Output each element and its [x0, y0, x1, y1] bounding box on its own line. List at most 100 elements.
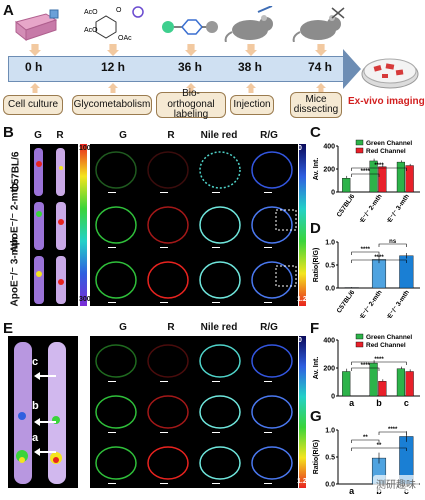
significance-bracket — [351, 173, 380, 177]
timeline-up-arrow — [246, 83, 256, 93]
y-axis-label: Ratio(R/G) — [313, 440, 320, 475]
bar — [405, 165, 414, 193]
legend-swatch — [355, 341, 364, 348]
col-head-r: R — [167, 130, 175, 141]
colorbar-label: 0 — [298, 337, 302, 344]
x-tick-label: ApoE⁻/⁻ 2-mth — [352, 193, 384, 222]
svg-text:O: O — [116, 7, 122, 14]
y-tick-label: 0.0 — [325, 286, 335, 293]
significance-label: **** — [388, 427, 398, 433]
colorbar-right-e — [299, 336, 306, 488]
significance-label: **** — [361, 247, 371, 253]
tetrazine-probe-icon — [162, 19, 218, 35]
panel-letter-b: B — [3, 124, 14, 141]
y-tick-label: 0.0 — [325, 482, 335, 489]
aorta-strips-b — [30, 144, 78, 306]
aorta-strips-e — [8, 336, 78, 488]
y-tick-label: 200 — [323, 366, 335, 373]
step-mice-dissecting: Mice dissecting — [290, 92, 342, 118]
x-tick-label: a — [349, 486, 355, 496]
marker-b: b — [32, 400, 39, 412]
significance-bracket — [351, 367, 380, 371]
bar — [396, 368, 405, 397]
mouse-dissection-icon — [292, 7, 345, 42]
significance-label: **** — [374, 255, 384, 261]
y-tick-label: 1.0 — [325, 240, 335, 247]
colorbar-label: 0 — [298, 145, 302, 152]
bar — [371, 259, 387, 289]
colorbar-right-b — [299, 144, 306, 306]
x-tick-label: b — [376, 398, 382, 408]
y-tick-label: 0 — [331, 394, 335, 401]
bar — [378, 381, 387, 397]
significance-bracket — [351, 439, 380, 443]
panel-letter-f: F — [310, 320, 320, 337]
time-label: 38 h — [238, 60, 263, 74]
significance-label: ** — [363, 435, 368, 441]
timeline-step-arrow — [315, 44, 327, 56]
col-head-rg: R/G — [260, 322, 278, 333]
timeline-step-arrow — [185, 44, 197, 56]
bar — [342, 178, 351, 193]
colorbar-left-b — [80, 144, 87, 306]
timeline-step-arrow — [107, 44, 119, 56]
microscopy-grid-e — [90, 336, 298, 488]
significance-bracket — [378, 431, 407, 435]
col-head-g: G — [119, 322, 127, 333]
legend-swatch — [355, 139, 364, 146]
row-label-apoe-3mth: ApoE⁻/⁻ 3-mth — [9, 237, 21, 307]
significance-bracket — [351, 251, 380, 255]
significance-label: **** — [374, 357, 384, 363]
cell-culture-flask-icon — [14, 9, 59, 42]
y-tick-label: 400 — [323, 144, 335, 151]
significance-bracket — [351, 167, 407, 171]
step-injection: Injection — [230, 95, 274, 115]
bar — [342, 371, 351, 397]
significance-bracket — [351, 361, 407, 365]
y-tick-label: 0 — [331, 190, 335, 197]
significance-label: ns — [389, 239, 397, 245]
col-head-rg: R/G — [260, 130, 278, 141]
marker-a: a — [32, 432, 39, 444]
aorta-head-r: R — [56, 130, 64, 141]
y-tick-label: 200 — [323, 167, 335, 174]
bar — [396, 161, 405, 193]
step-glycometabolism: Glycometabolism — [72, 95, 152, 115]
timeline-up-arrow — [316, 83, 326, 93]
significance-label: ** — [377, 443, 382, 449]
time-label: 36 h — [178, 60, 203, 74]
x-tick-label: c — [404, 398, 409, 408]
svg-text:AcO: AcO — [84, 9, 98, 16]
significance-label: **** — [374, 163, 384, 169]
step-bio-orthogonal-labeling: Bio-orthogonal labeling — [156, 89, 226, 120]
bar — [369, 362, 378, 397]
time-label: 12 h — [101, 60, 126, 74]
colorbar-label: 1.2 — [297, 296, 307, 303]
mouse-injection-icon — [224, 6, 273, 42]
y-axis-label: Ratio(R/G) — [313, 248, 320, 283]
svg-text:AcO: AcO — [84, 27, 98, 34]
time-label: 0 h — [25, 60, 43, 74]
significance-label: **** — [361, 169, 371, 175]
y-tick-label: 400 — [323, 338, 335, 345]
col-head-r: R — [167, 322, 175, 333]
significance-bracket — [378, 243, 407, 247]
colorbar-label: 300 — [79, 296, 91, 303]
marker-c: c — [32, 356, 39, 368]
legend-swatch — [355, 147, 364, 154]
timeline-step-arrow — [245, 44, 257, 56]
legend-label: Red Channel — [366, 342, 406, 349]
panel-letter-a: A — [3, 2, 14, 19]
panel-letter-g: G — [310, 408, 322, 425]
x-tick-label: C57BL/6 — [336, 193, 357, 219]
significance-label: **** — [361, 363, 371, 369]
x-tick-label: ApoE⁻/⁻ 2-mth — [352, 289, 384, 318]
x-tick-label: C57BL/6 — [336, 289, 357, 315]
y-axis-label: Av. Int. — [313, 158, 320, 181]
colorbar-label: 1.2 — [297, 478, 307, 485]
x-tick-label: a — [349, 398, 355, 408]
y-tick-label: 0.5 — [325, 455, 335, 462]
bar — [378, 166, 387, 193]
